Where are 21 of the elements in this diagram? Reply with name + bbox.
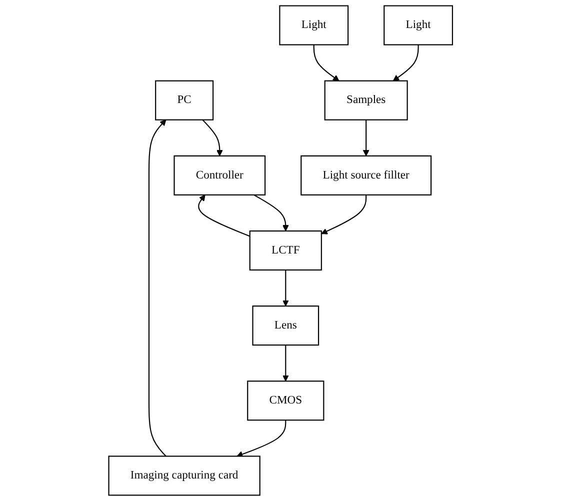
node-box: CMOS	[247, 380, 325, 421]
node-box: LCTF	[250, 230, 322, 271]
node-box: Light source fillter	[300, 155, 432, 196]
node-box: Controller	[174, 155, 266, 196]
arrow	[282, 270, 290, 306]
arrow	[202, 119, 224, 156]
arrow	[254, 194, 290, 232]
arrow	[237, 420, 287, 458]
node-box: Samples	[324, 80, 408, 120]
arrow	[198, 194, 250, 237]
arrow	[314, 44, 340, 82]
arrow	[322, 194, 367, 234]
node-box: PC	[155, 80, 214, 120]
arrow	[282, 345, 290, 382]
node-box: Lens	[252, 306, 320, 346]
node-box: Imaging capturing card	[108, 456, 261, 496]
node-box: Light	[280, 5, 349, 46]
arrow	[363, 120, 370, 156]
node-box: Light	[384, 5, 454, 46]
arrow	[393, 44, 420, 82]
arrow	[148, 120, 167, 457]
